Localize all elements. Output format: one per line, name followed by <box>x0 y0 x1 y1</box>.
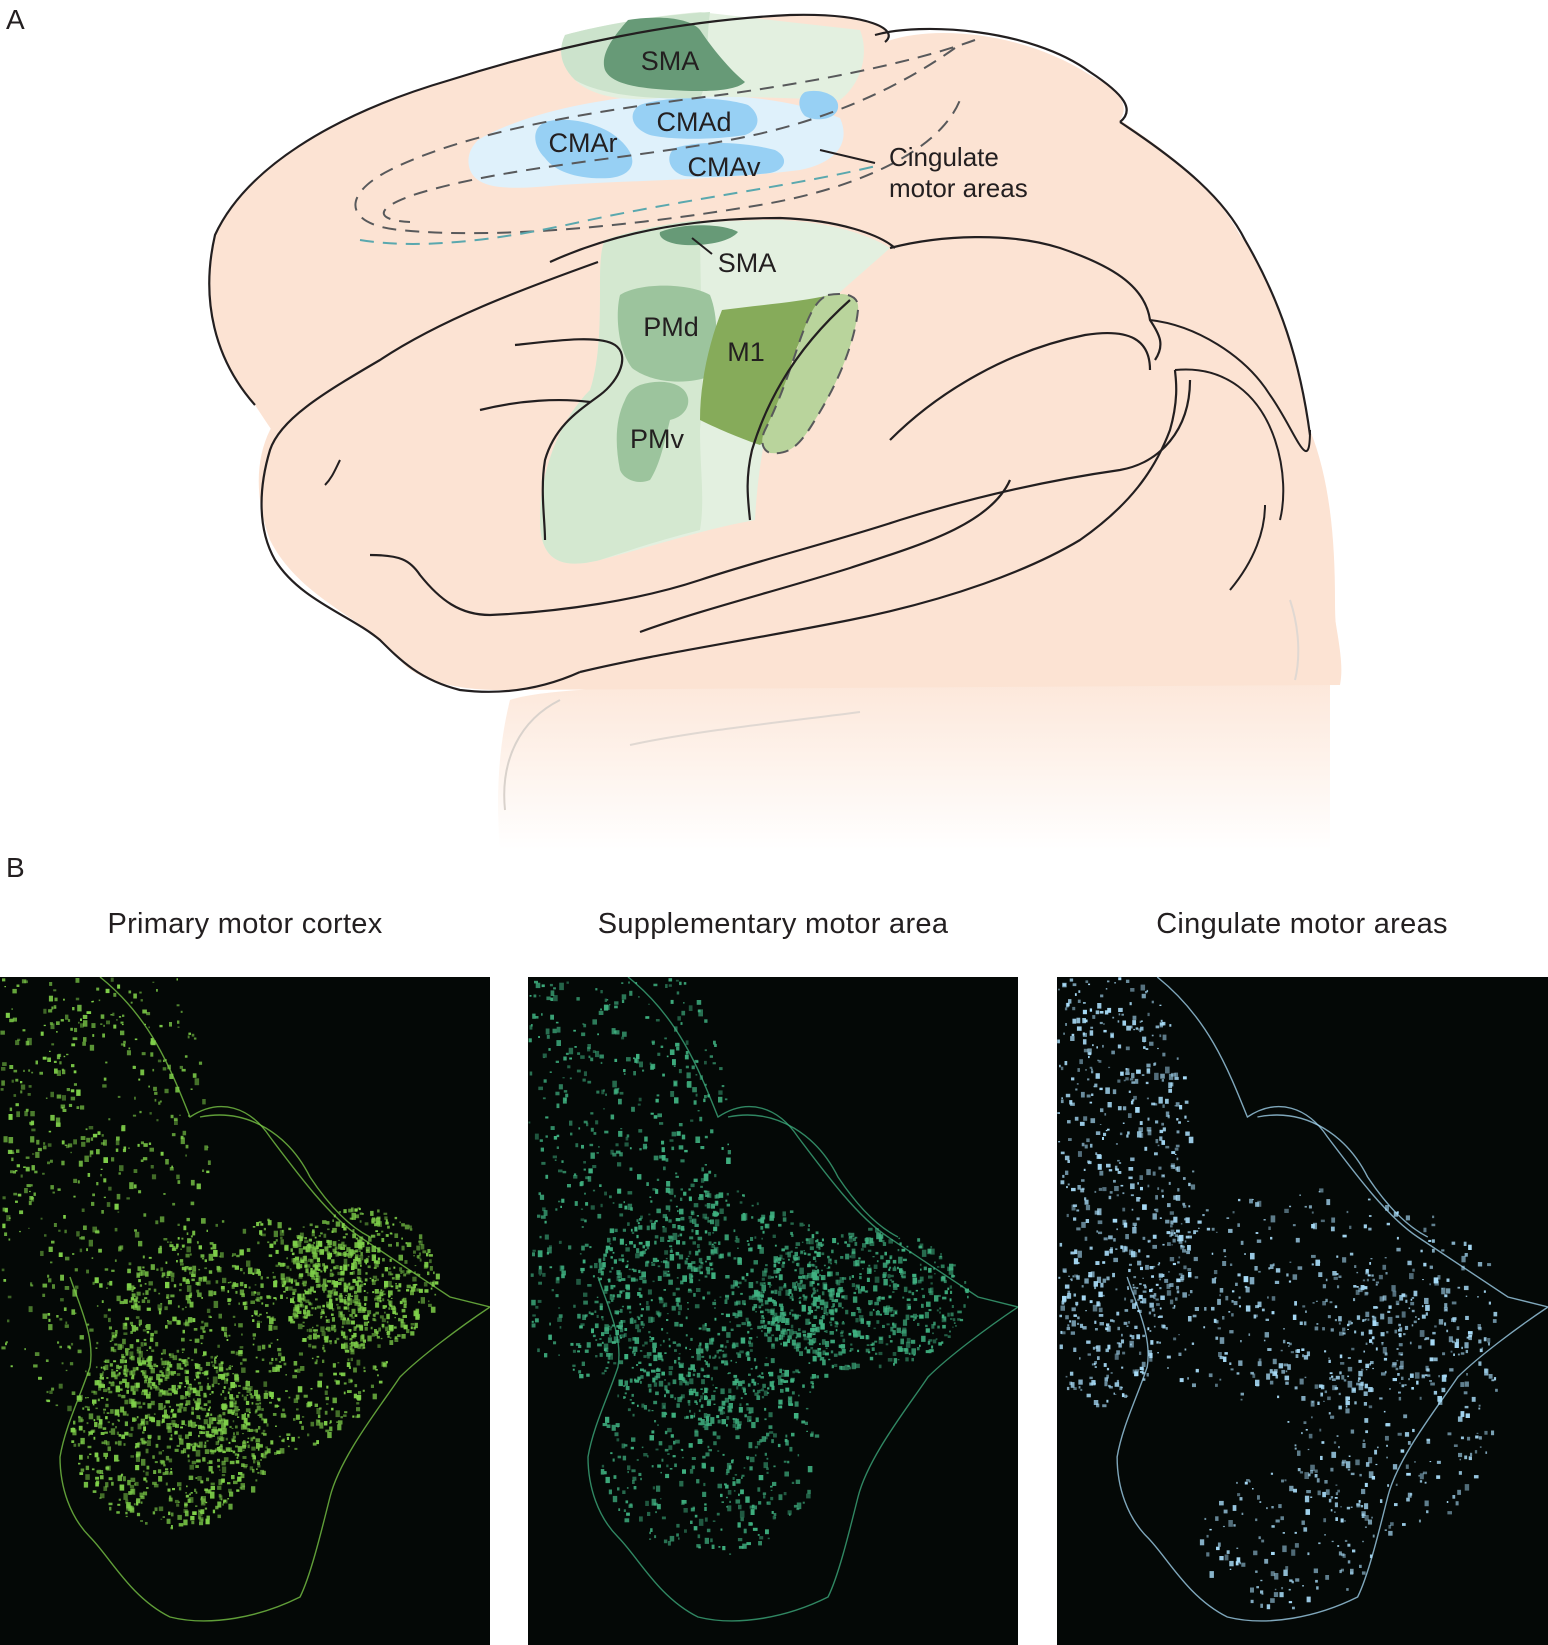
occipital-outline <box>1149 319 1311 453</box>
lateral-fissure <box>369 379 1192 617</box>
frontal-small-sulcus <box>324 459 341 486</box>
temporal-outline <box>579 369 1178 674</box>
medial-outline-2 <box>874 27 1128 123</box>
sma-lateral-pointer-line <box>691 237 713 255</box>
intraparietal-sulcus <box>889 331 1152 441</box>
brain-lower-fade <box>498 650 1331 850</box>
principal-sulcus <box>479 399 591 412</box>
cmar-region <box>535 119 633 179</box>
tissue-outline <box>587 977 1018 1622</box>
label-cmar: CMAr <box>549 128 618 158</box>
medial-outline <box>208 13 890 406</box>
cma-small-region <box>799 90 839 120</box>
sma-medial-region <box>603 17 745 92</box>
tissue-inner-outline <box>199 1114 371 1238</box>
tissue-outline <box>59 977 490 1622</box>
panel-a-letter: A <box>6 4 25 35</box>
micrograph-supplementary-motor-area <box>528 977 1018 1645</box>
pmv-region <box>616 381 689 482</box>
label-cingulate-line1: Cingulate <box>889 142 999 172</box>
arcuate-sulcus <box>514 338 624 541</box>
m1-posterior-band <box>761 292 860 455</box>
cingulate-dashed-2 <box>382 47 956 223</box>
label-pmd: PMd <box>643 312 699 342</box>
parietal-outline <box>889 236 1162 361</box>
micrograph-cingulate-motor-areas <box>1057 977 1548 1645</box>
lunate-sulcus <box>1174 368 1285 521</box>
title-primary-motor-cortex: Primary motor cortex <box>107 908 383 940</box>
label-pmv: PMv <box>630 424 685 454</box>
cmav-region <box>669 142 785 177</box>
brain-diagram: SMA CMAd CMAr CMAv Cingulate motor areas… <box>208 12 1342 850</box>
label-density-pattern <box>0 977 440 1530</box>
label-sma-medial: SMA <box>641 46 700 76</box>
label-sma-lateral: SMA <box>718 248 777 278</box>
title-supplementary-motor-area: Supplementary motor area <box>597 908 949 940</box>
lateral-hemisphere <box>258 217 1342 690</box>
cingulate-dashed-3 <box>359 164 881 245</box>
tissue-inner-outline <box>727 1114 899 1238</box>
cmad-region <box>632 98 758 139</box>
tissue-outline <box>1116 977 1548 1622</box>
label-density-pattern <box>528 978 969 1555</box>
m1-region <box>700 295 830 445</box>
label-cmad: CMAd <box>656 107 731 137</box>
sma-lateral-region <box>659 225 738 246</box>
title-cingulate-motor-areas: Cingulate motor areas <box>1156 908 1448 940</box>
occipital-sulcus <box>1229 504 1266 591</box>
cingulate-pointer-line <box>819 149 876 164</box>
label-m1: M1 <box>727 337 765 367</box>
medial-outline-3 <box>1119 121 1312 436</box>
label-density-pattern <box>1057 977 1498 1610</box>
central-sulcus <box>746 299 851 521</box>
lateral-outline-top <box>549 216 896 264</box>
lateral-outline-front <box>260 260 599 693</box>
superior-temporal-sulcus <box>639 479 1012 634</box>
cingulate-dashed-1 <box>354 39 976 235</box>
brainstem-line <box>629 711 861 746</box>
pmd-region <box>617 285 717 382</box>
micrograph-primary-motor-cortex <box>0 977 490 1645</box>
cerebellum-outline <box>503 699 561 811</box>
label-cingulate-line2: motor areas <box>889 173 1028 203</box>
occipital-lower <box>1289 599 1300 681</box>
label-cmav: CMAv <box>687 152 761 182</box>
panel-b-letter: B <box>6 852 25 883</box>
tissue-inner-outline <box>1257 1114 1429 1238</box>
